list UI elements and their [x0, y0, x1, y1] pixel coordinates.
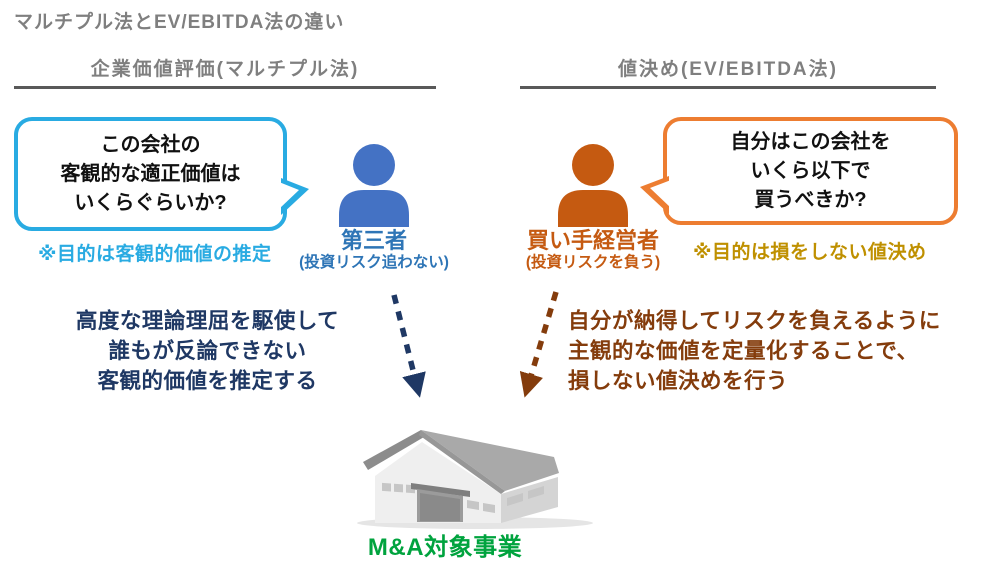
window — [382, 482, 391, 492]
right-method-description: 自分が納得してリスクを負えるように 主観的な価値を定量化することで、 損しない値… — [568, 309, 941, 393]
right-purpose-note: ※目的は損をしない値決め — [693, 242, 927, 263]
window — [467, 500, 479, 510]
speech-tail-icon — [279, 182, 299, 209]
third-party-label: 第三者 — [340, 228, 407, 253]
left-purpose-note: ※目的は客観的価値の推定 — [38, 244, 272, 265]
right-section-header: 値決め(EV/EBITDA法) — [617, 59, 838, 80]
window — [528, 486, 544, 499]
third-party-person-icon — [339, 144, 409, 227]
speech-tail-icon — [650, 180, 671, 208]
buyer-label: 買い手経営者 — [526, 228, 659, 253]
third-party-sublabel: (投資リスク追わない) — [299, 254, 449, 271]
left-method-description: 高度な理論理屈を駆使して 誰もが反論できない 客観的価値を推定する — [75, 309, 340, 393]
left-section-header: 企業価値評価(マルチプル法) — [90, 59, 360, 80]
warehouse-building-icon — [357, 430, 593, 529]
roof-edge — [363, 430, 424, 470]
roof-fascia — [419, 430, 505, 494]
door-awning — [411, 483, 470, 497]
left-header-divider — [14, 86, 436, 89]
buyer-person-icon — [558, 144, 628, 227]
left-dashed-arrow-down-icon — [391, 294, 426, 398]
left-speech-bubble-text: この会社の 客観的な適正価値は いくらぐらいか? — [60, 133, 241, 214]
garage-door-panel — [420, 493, 460, 521]
flow-arrows — [391, 291, 559, 398]
target-business-label: M&A対象事業 — [367, 534, 523, 561]
window — [394, 483, 403, 493]
right-dashed-arrow-down-icon — [519, 291, 559, 398]
right-speech-bubble: 自分はこの会社を いくら以下で 買うべきか? — [640, 117, 958, 225]
right-header-divider — [520, 86, 936, 89]
right-speech-bubble-text: 自分はこの会社を いくら以下で 買うべきか? — [730, 130, 891, 211]
window — [483, 503, 495, 513]
roof — [421, 430, 559, 491]
window — [507, 493, 523, 506]
buyer-sublabel: (投資リスクを負う) — [525, 254, 661, 271]
page-title: マルチプル法とEV/EBITDA法の違い — [14, 12, 345, 33]
left-speech-bubble: この会社の 客観的な適正価値は いくらぐらいか? — [14, 117, 309, 231]
